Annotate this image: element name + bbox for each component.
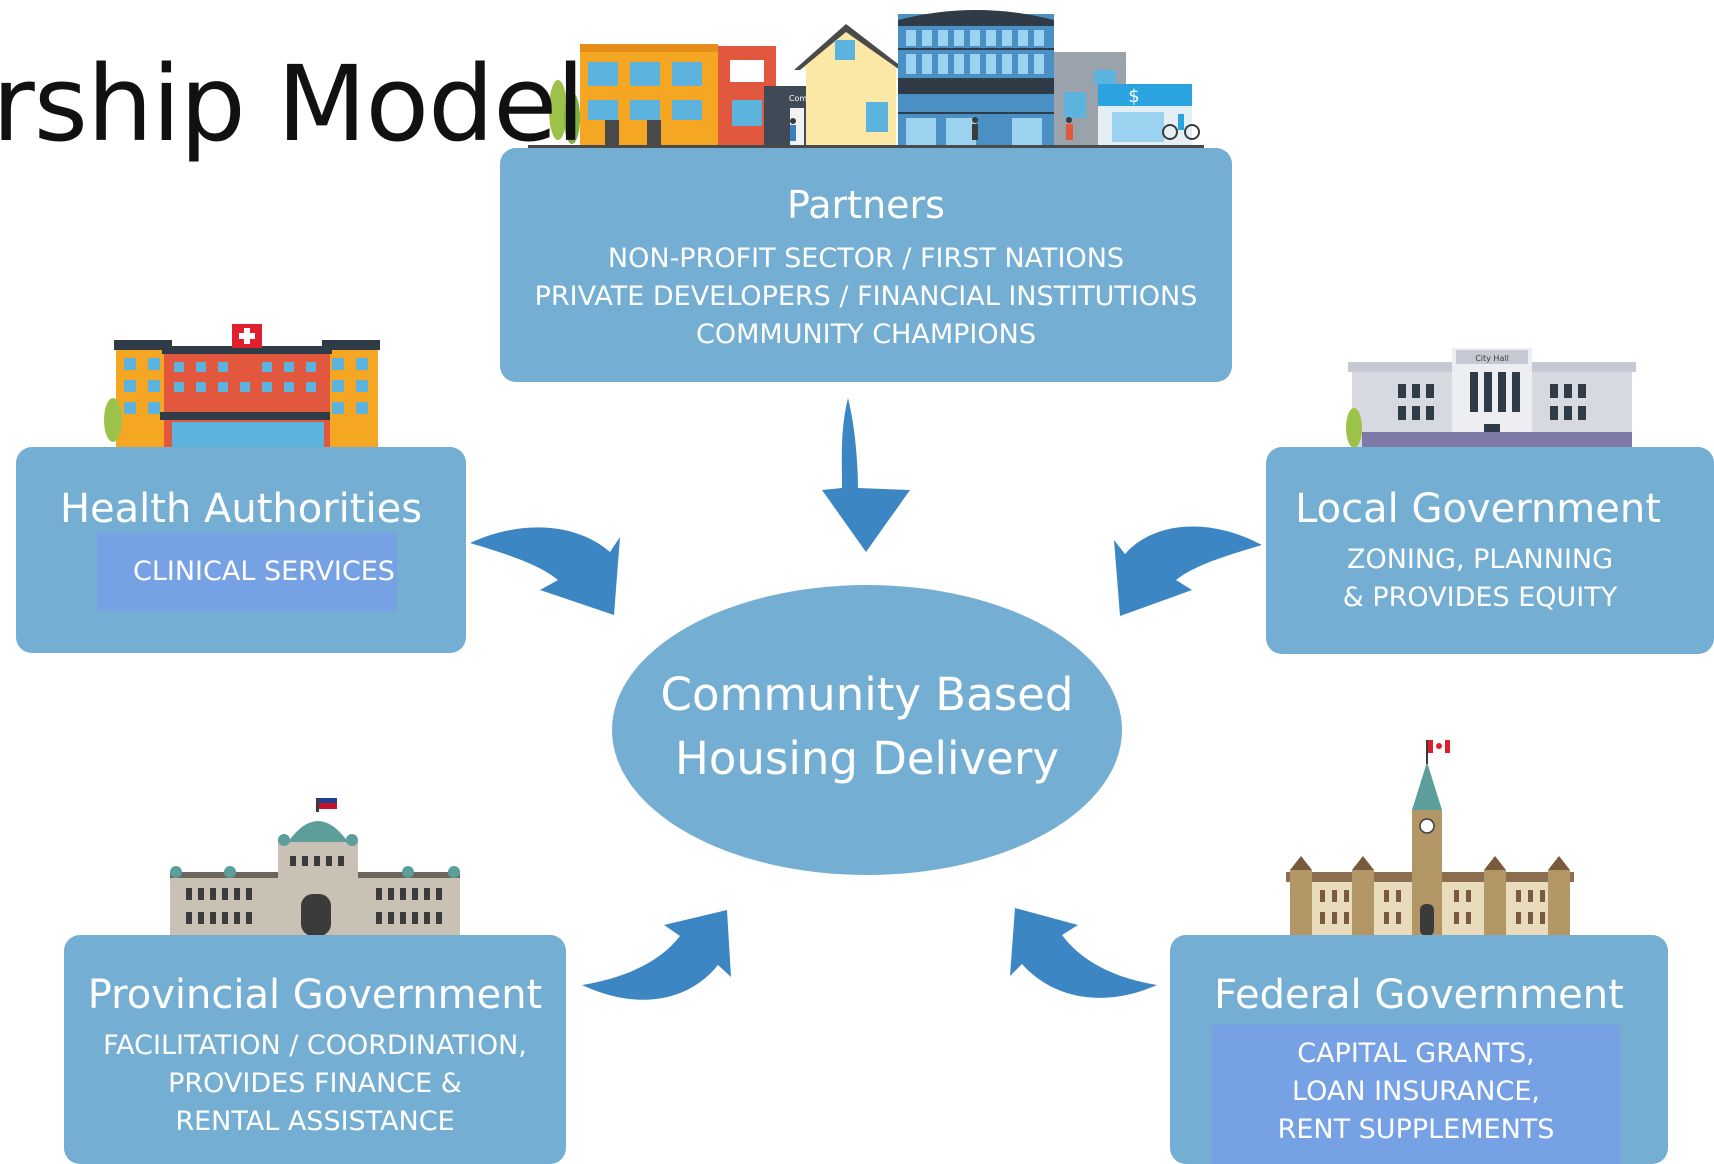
federal-line-2: LOAN INSURANCE, (1292, 1076, 1540, 1107)
provincial-line-2: PROVIDES FINANCE & (168, 1068, 462, 1099)
partners-box: Partners NON-PROFIT SECTOR / FIRST NATIO… (500, 148, 1232, 382)
local-line-1: ZONING, PLANNING (1346, 544, 1614, 575)
city-street-illustration: Community (528, 10, 1204, 153)
federal-line-1: CAPITAL GRANTS, (1297, 1038, 1535, 1069)
center-line-2: Housing Delivery (674, 732, 1060, 785)
hospital-illustration (76, 324, 416, 455)
provincial-line-3: RENTAL ASSISTANCE (175, 1106, 455, 1137)
city-hall-sign-label: City Hall (1475, 354, 1509, 363)
arrow-down-icon (822, 398, 910, 552)
community-housing-ellipse: Community Based Housing Delivery (612, 585, 1122, 875)
curved-arrow-icon (470, 527, 620, 615)
partners-line-3: COMMUNITY CHAMPIONS (696, 319, 1036, 350)
curved-arrow-icon (582, 910, 731, 1000)
city-hall-illustration: City Hall (1322, 348, 1660, 455)
curved-arrow-icon (1114, 526, 1262, 616)
parliament-illustration (1270, 740, 1586, 943)
health-authorities-box: Health Authorities CLINICAL SERVICES (16, 447, 466, 653)
provincial-government-title: Provincial Government (87, 972, 543, 1018)
center-line-1: Community Based (660, 668, 1074, 721)
federal-highlight (1212, 1025, 1620, 1164)
slide-title: rship Model (0, 43, 585, 165)
health-authorities-title: Health Authorities (59, 486, 423, 532)
local-government-box: Local Government ZONING, PLANNING & PROV… (1266, 447, 1714, 654)
federal-government-box: Federal Government CAPITAL GRANTS, LOAN … (1170, 935, 1668, 1164)
dollar-sign-label: $ (1128, 86, 1139, 107)
federal-line-3: RENT SUPPLEMENTS (1277, 1114, 1555, 1145)
provincial-government-box: Provincial Government FACILITATION / COO… (64, 935, 566, 1164)
partners-line-1: NON-PROFIT SECTOR / FIRST NATIONS (607, 243, 1125, 274)
health-line-1: CLINICAL SERVICES (133, 556, 395, 587)
local-government-title: Local Government (1295, 486, 1661, 532)
health-highlight (97, 533, 397, 611)
partners-title: Partners (787, 183, 945, 227)
local-line-2: & PROVIDES EQUITY (1342, 582, 1618, 613)
federal-government-title: Federal Government (1214, 972, 1624, 1018)
legislature-illustration (150, 798, 480, 943)
provincial-line-1: FACILITATION / COORDINATION, (103, 1030, 527, 1061)
partners-line-2: PRIVATE DEVELOPERS / FINANCIAL INSTITUTI… (534, 281, 1198, 312)
curved-arrow-icon (1010, 908, 1157, 998)
